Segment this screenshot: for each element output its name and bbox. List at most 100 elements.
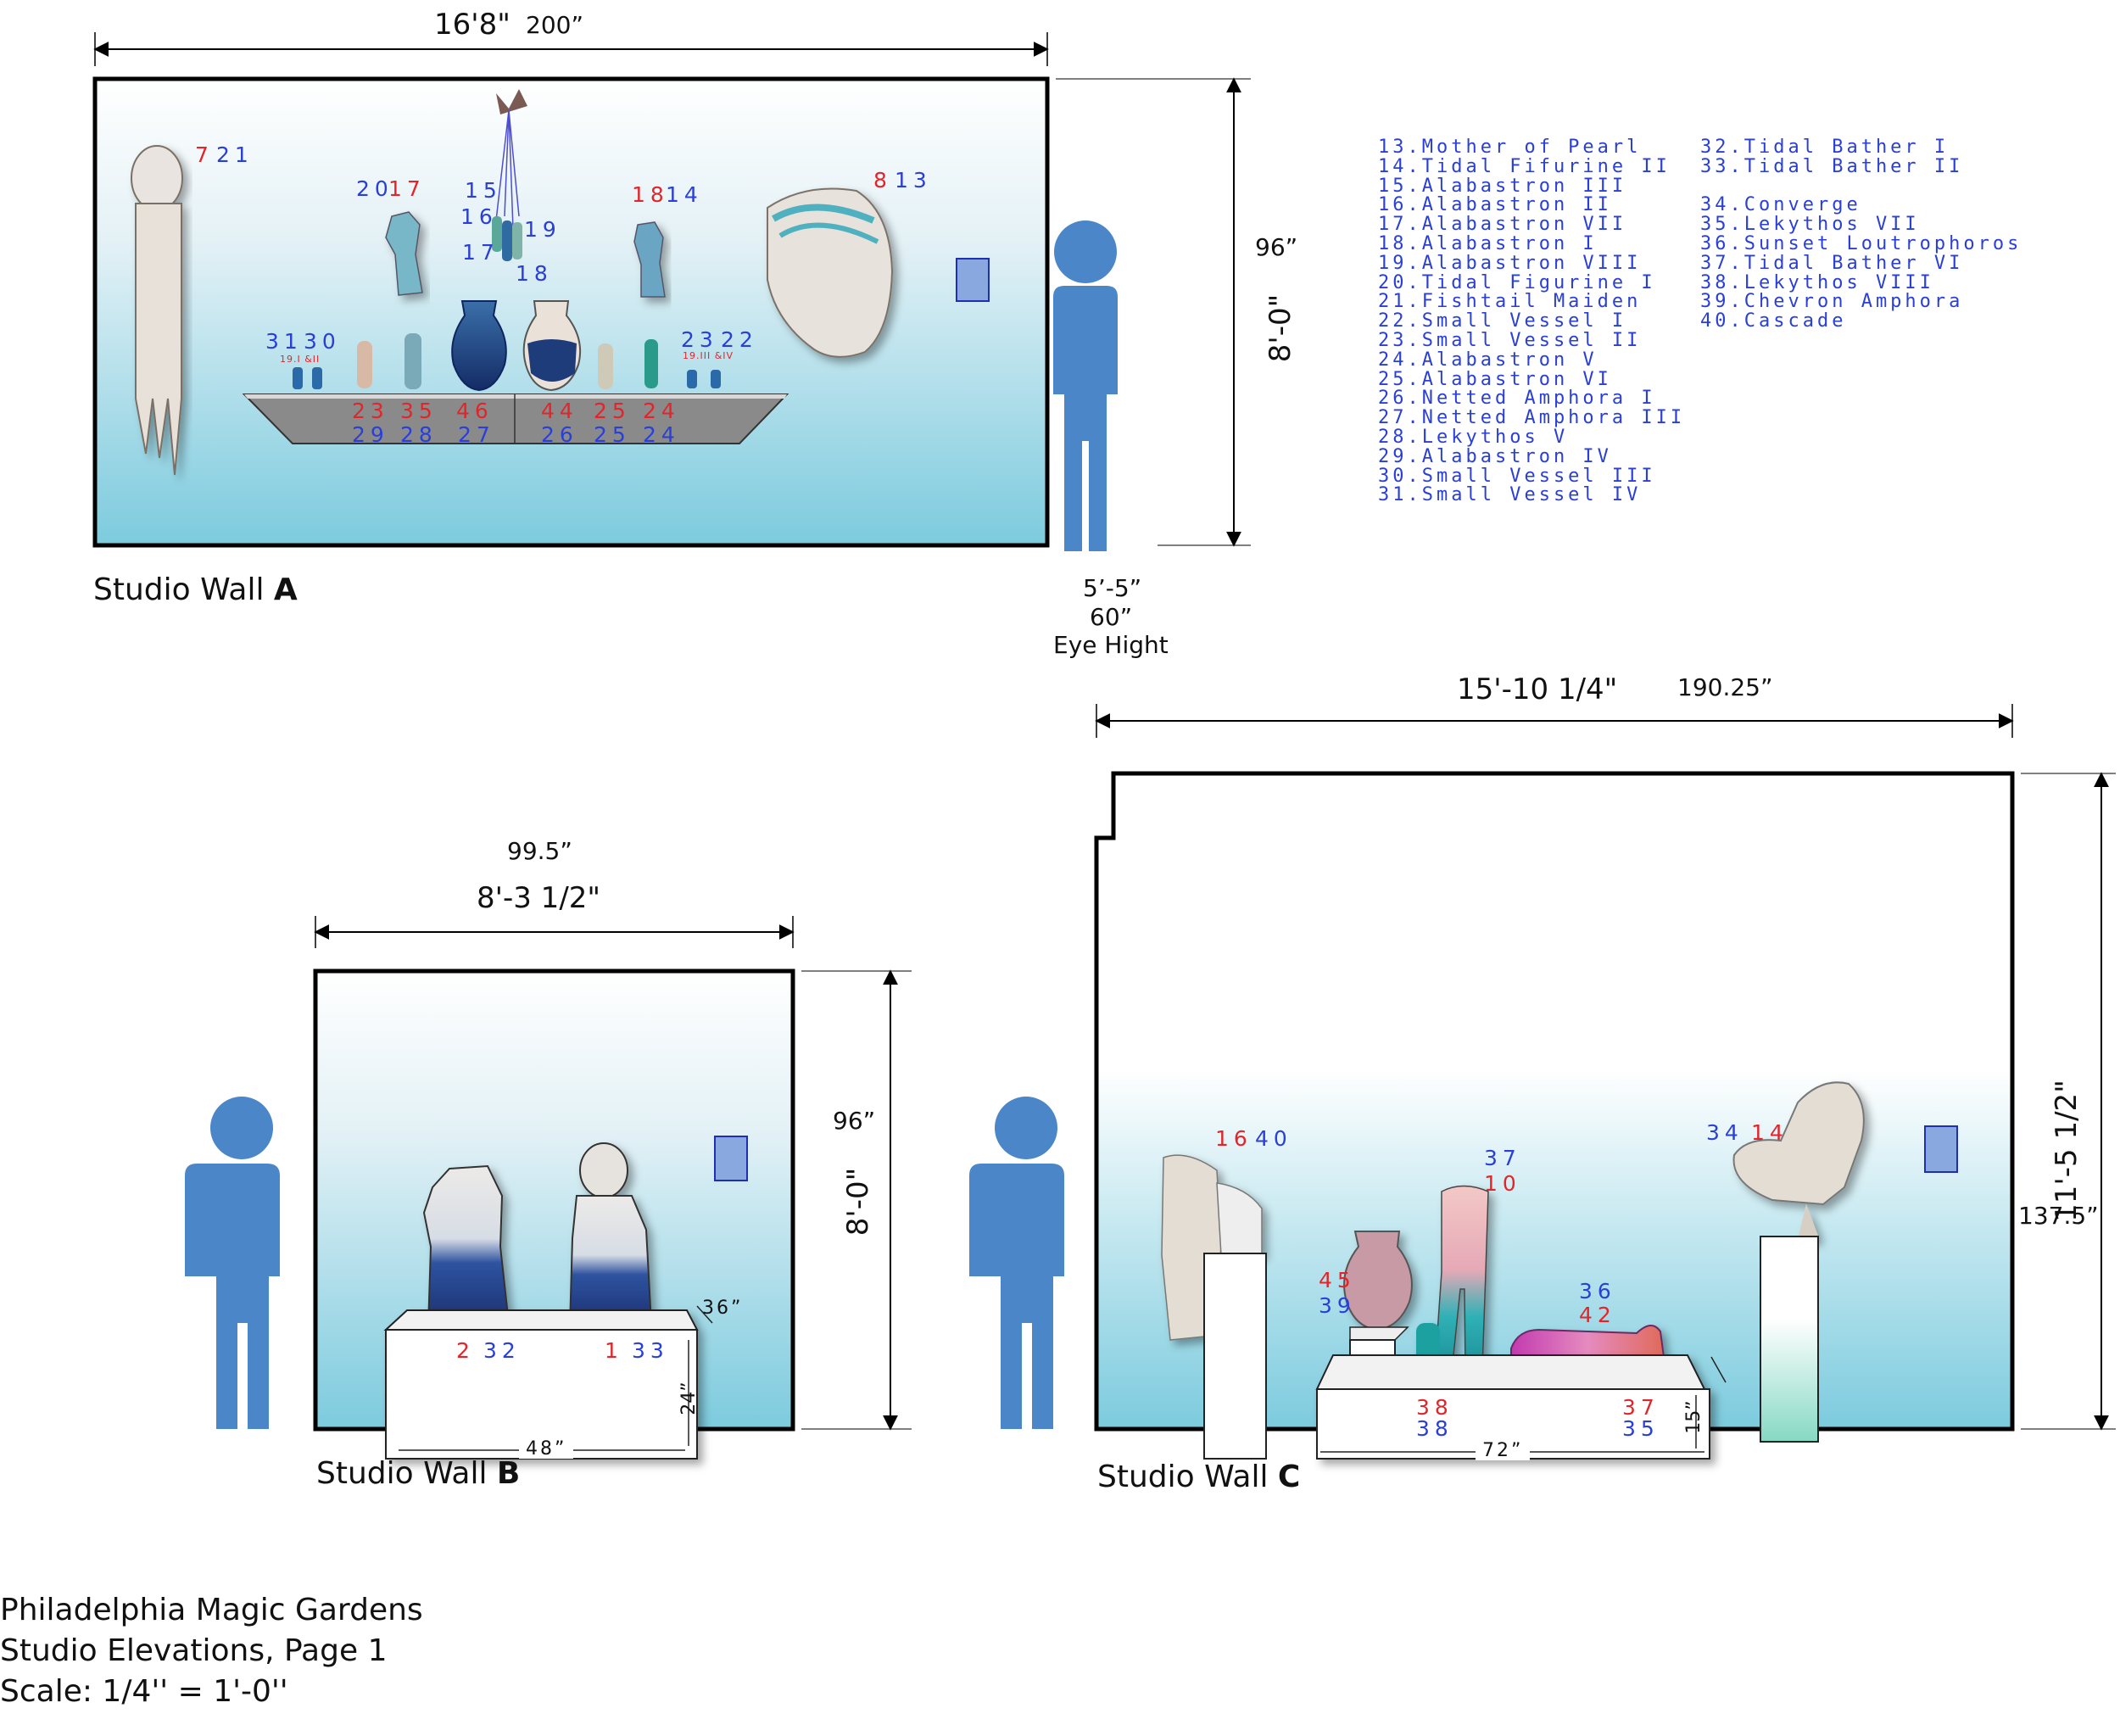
wall-a <box>92 32 1251 551</box>
legend-column-1: 13.Mother of Pearl 14.Tidal Fifurine II … <box>1378 137 1685 505</box>
legend-item: 13.Mother of Pearl <box>1378 137 1642 158</box>
legend-item: 24.Alabastron V <box>1378 349 1598 371</box>
label-23: 23 <box>681 327 718 352</box>
label-8: 8 <box>873 168 892 193</box>
label-2: 2 <box>456 1338 475 1363</box>
label-37: 37 <box>1484 1146 1521 1170</box>
label-14c: 14 <box>1751 1120 1788 1145</box>
label-16c: 16 <box>1215 1126 1252 1151</box>
wall-a-vessels <box>293 300 721 392</box>
wall-b-height-in: 96” <box>833 1107 876 1135</box>
shelf-bottom-1: 29 <box>352 422 389 447</box>
tidal-bather-ii <box>568 1142 653 1329</box>
person-figure-a <box>1053 220 1118 551</box>
legend-item: 25.Alabastron VI <box>1378 368 1612 390</box>
wall-a-panel <box>92 76 1050 548</box>
wall-c-plinth-height: 15” <box>1683 1400 1704 1434</box>
legend-item: 14.Tidal Fifurine II <box>1378 155 1671 177</box>
label-14: 14 <box>666 182 703 207</box>
legend-item: 20.Tidal Figurine I <box>1378 271 1656 293</box>
shelf-top-3: 46 <box>456 399 494 423</box>
tidal-figurine-ii <box>633 221 666 298</box>
converge-pedestal <box>1760 1236 1819 1443</box>
label-31: 31 <box>265 329 303 354</box>
label-34: 34 <box>1706 1120 1743 1145</box>
legend-item: 30.Small Vessel III <box>1378 465 1656 487</box>
legend-column-2: 32.Tidal Bather I 33.Tidal Bather II 34.… <box>1700 137 2022 332</box>
mother-of-pearl-face <box>767 187 894 358</box>
label-42: 42 <box>1579 1303 1616 1327</box>
label-37c: 37 <box>1622 1395 1660 1420</box>
label-39: 39 <box>1319 1293 1356 1318</box>
label-30: 30 <box>304 329 341 354</box>
shelf-bottom-3: 27 <box>458 422 495 447</box>
wall-b-plinth <box>383 1309 699 1460</box>
eye-height-ft: 5’-5” <box>1083 574 1142 602</box>
legend-item: 17.Alabastron VII <box>1378 214 1627 236</box>
wall-a-width-in: 200” <box>526 11 583 39</box>
person-figure-c <box>969 1097 1064 1429</box>
wall-b-width-in: 99.5” <box>507 837 572 865</box>
legend-item: 16.Alabastron II <box>1378 194 1612 216</box>
wall-b-plinth-height: 24” <box>678 1382 700 1415</box>
tidal-bather-i <box>422 1164 510 1329</box>
legend-item: 38.Lekythos VIII <box>1700 271 1934 293</box>
shelf-top-4: 44 <box>541 399 578 423</box>
wall-a-shelf <box>242 394 789 444</box>
label-18: 18 <box>516 261 553 286</box>
label-38: 38 <box>1416 1395 1453 1420</box>
label-19: 19 <box>524 217 561 242</box>
legend-item: 28.Lekythos V <box>1378 426 1569 448</box>
title-block: Philadelphia Magic Gardens Studio Elevat… <box>0 1590 423 1712</box>
label-35: 35 <box>1622 1416 1660 1441</box>
legend-item: 22.Small Vessel I <box>1378 310 1627 332</box>
label-45: 45 <box>1319 1268 1356 1292</box>
legend-item: 34.Converge <box>1700 194 1861 216</box>
wall-a-marker <box>956 258 990 302</box>
wall-c-plinth-width: 72” <box>1476 1442 1531 1460</box>
label-36: 36 <box>1579 1279 1616 1303</box>
wall-a-height-ft: 8'-0" <box>1264 293 1297 363</box>
shelf-top-2: 35 <box>400 399 438 423</box>
label-38b: 38 <box>1416 1416 1453 1441</box>
label-1: 1 <box>605 1338 623 1363</box>
shelf-bottom-2: 28 <box>400 422 438 447</box>
label-7: 7 <box>195 142 214 167</box>
hanging-alabastra <box>492 89 527 261</box>
legend-item: 36.Sunset Loutrophoros <box>1700 232 2022 254</box>
project-name: Philadelphia Magic Gardens <box>0 1593 423 1627</box>
label-22: 22 <box>721 327 758 352</box>
note-19-iii-iv: 19.III &IV <box>683 350 734 361</box>
tidal-figurine-i <box>385 211 423 296</box>
legend-item: 35.Lekythos VII <box>1700 214 1920 236</box>
legend-item: 39.Chevron Amphora <box>1700 291 1964 313</box>
wall-c-marker <box>1924 1125 1958 1173</box>
fishtail-maiden <box>131 145 183 476</box>
person-figure-b <box>185 1097 280 1429</box>
legend-item: 18.Alabastron I <box>1378 232 1598 254</box>
wall-a-title: Studio Wall A <box>93 572 298 607</box>
wall-b-plinth-width: 48” <box>519 1440 574 1459</box>
shelf-bottom-5: 25 <box>594 422 631 447</box>
legend-item: 32.Tidal Bather I <box>1700 137 1950 158</box>
label-10: 10 <box>1484 1171 1521 1196</box>
wall-b-marker <box>714 1136 748 1181</box>
shelf-top-5: 25 <box>594 399 631 423</box>
wall-c-height-in: 137.5” <box>2018 1202 2099 1230</box>
label-15: 15 <box>465 178 502 203</box>
label-21: 21 <box>216 142 254 167</box>
label-13: 13 <box>895 168 932 193</box>
legend-item: 19.Alabastron VIII <box>1378 252 1642 274</box>
legend-item: 40.Cascade <box>1700 310 1847 332</box>
wall-a-width-ft: 16'8" <box>434 8 510 42</box>
eye-height-in: 60” <box>1090 603 1133 631</box>
shelf-bottom-4: 26 <box>541 422 578 447</box>
wall-c-width-ft: 15'-10 1/4" <box>1457 673 1618 706</box>
wall-a-height-in: 96” <box>1255 233 1298 261</box>
drawing-scale: Scale: 1/4'' = 1'-0'' <box>0 1674 288 1709</box>
cascade-pedestal <box>1203 1253 1267 1460</box>
wall-c-width-in: 190.25” <box>1677 673 1773 701</box>
shelf-top-1: 23 <box>352 399 389 423</box>
sheet-name: Studio Elevations, Page 1 <box>0 1633 388 1668</box>
